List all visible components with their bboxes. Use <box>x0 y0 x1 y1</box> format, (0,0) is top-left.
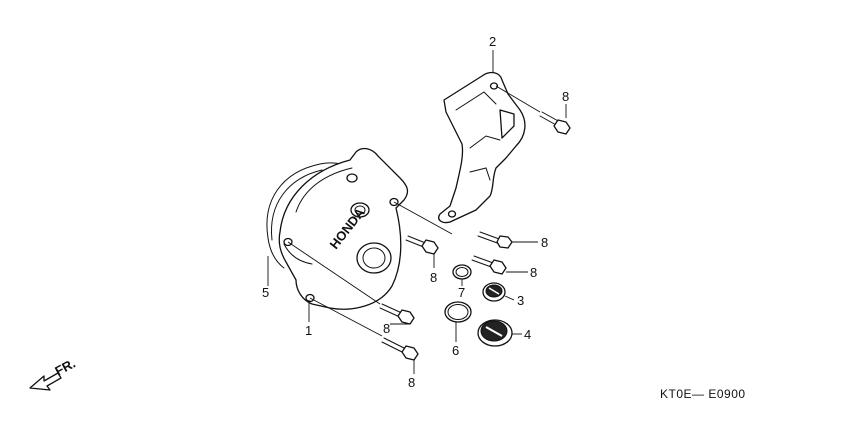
bolt-mid-right <box>477 231 513 249</box>
bolt-plug-side <box>471 255 507 275</box>
callout-cover: 1 <box>305 323 312 338</box>
callout-bolt-upper: 8 <box>562 89 569 104</box>
callout-gasket: 5 <box>262 285 269 300</box>
bolt-lower-left <box>381 337 419 361</box>
alignment-lines <box>287 85 541 337</box>
callout-large-o-ring: 6 <box>452 343 459 358</box>
bolt-upper-bracket <box>539 111 571 135</box>
callout-bolt-lower-middle: 8 <box>383 321 390 336</box>
callout-bolt-center: 8 <box>430 270 437 285</box>
callout-small-plug: 3 <box>517 293 524 308</box>
cover-bracket <box>438 71 526 224</box>
callout-small-o-ring: 7 <box>458 285 465 300</box>
bolt-center <box>405 235 439 255</box>
small-o-ring <box>452 264 472 280</box>
figure-code: KT0E— E0900 <box>660 387 746 401</box>
callout-bracket: 2 <box>489 34 496 49</box>
left-crankcase-cover: HONDA <box>278 147 409 310</box>
callout-leaders <box>267 50 567 374</box>
callout-labels: 2 8 8 8 8 7 3 4 6 5 1 8 8 <box>262 34 569 390</box>
large-plug <box>477 319 513 347</box>
callout-bolt-lower-left: 8 <box>408 375 415 390</box>
callout-large-plug: 4 <box>524 327 531 342</box>
callout-bolt-plug-side: 8 <box>530 265 537 280</box>
callout-bolt-mid-right: 8 <box>541 235 548 250</box>
front-direction-arrow: FR. <box>29 356 78 391</box>
large-o-ring <box>444 301 472 323</box>
small-plug <box>482 282 506 302</box>
